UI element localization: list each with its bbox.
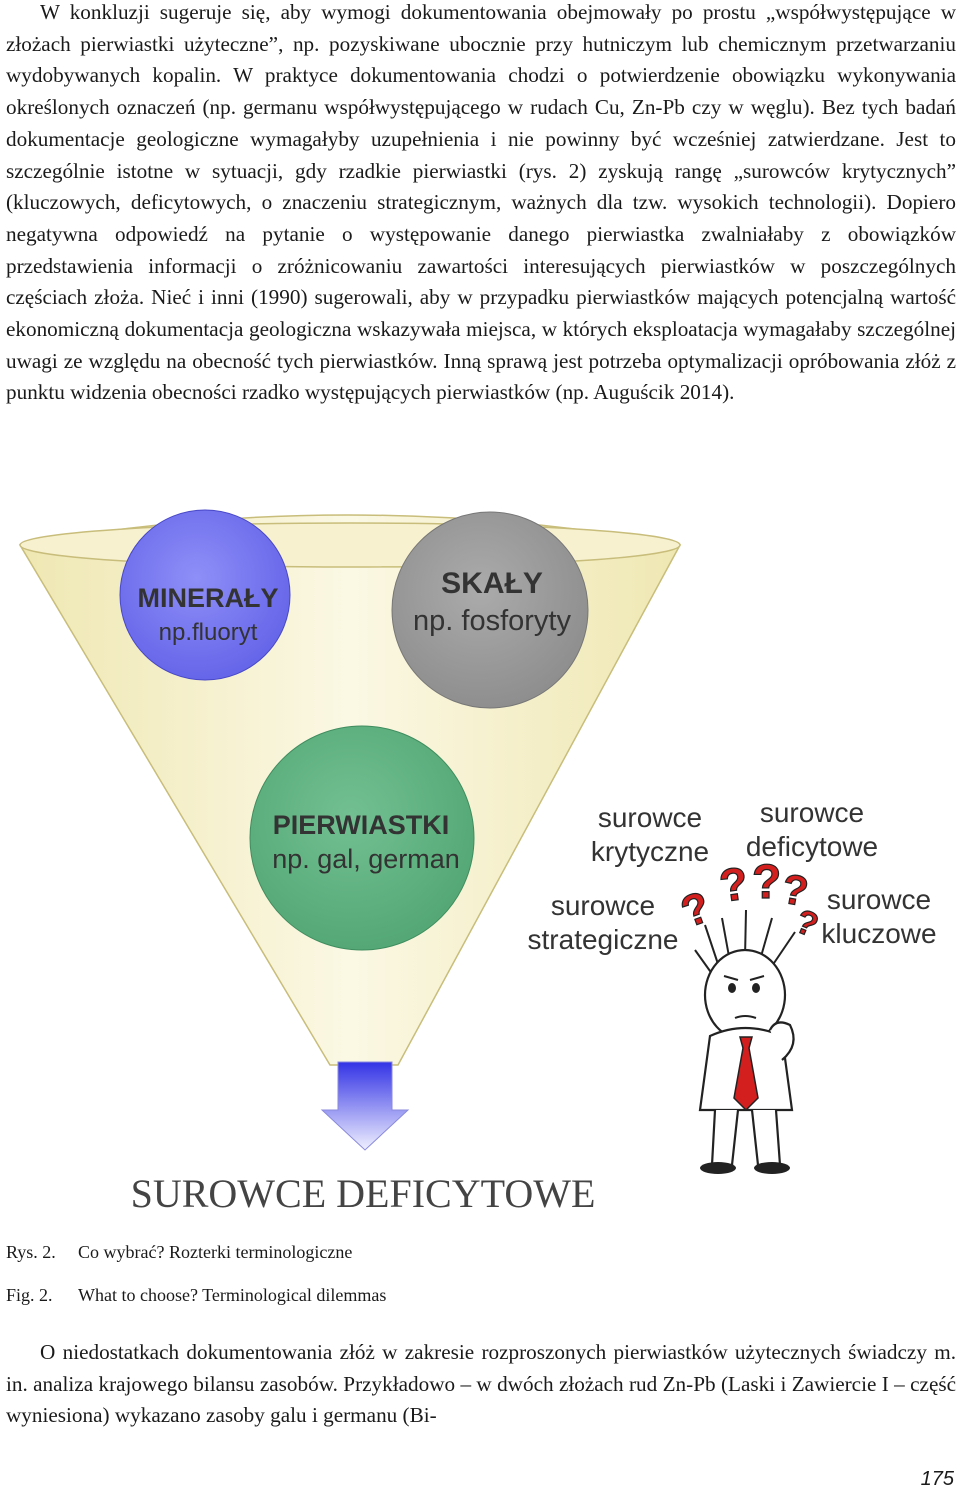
- label-critical-2: krytyczne: [591, 836, 709, 867]
- caption-pl: Rys. 2. Co wybrać? Rozterki terminologicz…: [6, 1242, 352, 1263]
- circle-elements: PIERWIASTKI np. gal, german: [249, 725, 475, 951]
- question-mark-icon: ?: [752, 856, 781, 909]
- page-number: 175: [920, 1468, 954, 1490]
- label-deficit-2: deficytowe: [746, 831, 878, 862]
- down-arrow-icon: [320, 1061, 410, 1151]
- caption-en-text: What to choose? Terminological dilemmas: [78, 1285, 387, 1305]
- label-key-1: surowce: [827, 884, 931, 915]
- circle-rocks-title: SKAŁY: [441, 567, 543, 600]
- label-deficit-1: surowce: [760, 797, 864, 828]
- circle-minerals-subtitle: np.fluoryt: [159, 619, 258, 646]
- figure-2: MINERAŁY np.fluoryt SKAŁY np. fosforyty …: [0, 500, 960, 1230]
- circle-elements-subtitle: np. gal, german: [272, 844, 460, 874]
- label-key-2: kluczowe: [821, 918, 936, 949]
- caption-pl-text: Co wybrać? Rozterki terminologiczne: [78, 1242, 353, 1262]
- question-mark-icon: ?: [675, 882, 717, 937]
- caption-en: Fig. 2. What to choose? Terminological di…: [6, 1285, 386, 1306]
- funnel-diagram: MINERAŁY np.fluoryt SKAŁY np. fosforyty …: [18, 509, 937, 1216]
- body-paragraph-bottom: O niedostatkach dokumentowania złóż w za…: [6, 1340, 956, 1428]
- caption-pl-label: Rys. 2.: [6, 1242, 56, 1262]
- thinking-man-illustration: ? ? ? ? ?: [674, 855, 824, 1174]
- circle-minerals: MINERAŁY np.fluoryt: [119, 509, 291, 681]
- circle-minerals-title: MINERAŁY: [138, 583, 279, 613]
- label-critical-1: surowce: [598, 802, 702, 833]
- circle-elements-title: PIERWIASTKI: [273, 810, 450, 840]
- result-label: SUROWCE DEFICYTOWE: [131, 1171, 596, 1216]
- label-strategic-2: strategiczne: [528, 924, 679, 955]
- body-paragraph-top: W konkluzji sugeruje się, aby wymogi dok…: [6, 0, 956, 405]
- circle-rocks-subtitle: np. fosforyty: [413, 605, 571, 637]
- question-mark-icon: ?: [716, 856, 751, 911]
- label-strategic-1: surowce: [551, 890, 655, 921]
- raw-material-labels: surowce krytyczne surowce deficytowe sur…: [528, 797, 937, 955]
- circle-rocks: SKAŁY np. fosforyty: [391, 511, 589, 709]
- caption-en-label: Fig. 2.: [6, 1285, 53, 1305]
